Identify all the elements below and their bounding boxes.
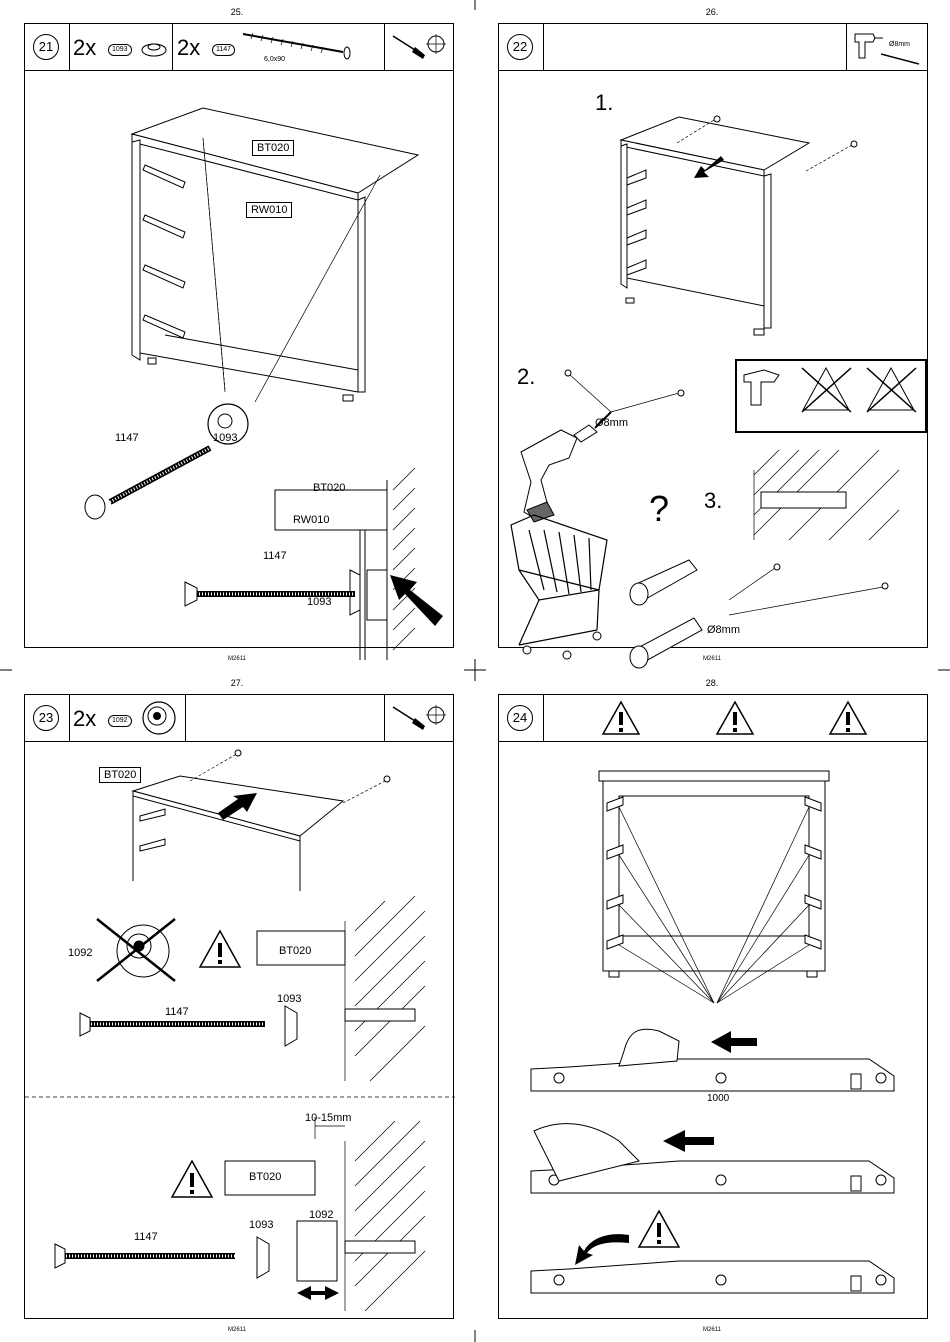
panel-header: 24	[499, 695, 927, 742]
part-label-side: RW010	[246, 202, 292, 218]
detail-screw-label: 1147	[165, 1006, 189, 1018]
step-24-panel: 24	[498, 694, 928, 1319]
sub-step-3: 3.	[704, 488, 722, 514]
step-21-panel: 21 2x 1093 2x 1147 6,0x90	[24, 23, 454, 648]
sub-step-2: 2.	[517, 364, 535, 390]
screw-icon	[243, 30, 363, 60]
detail-side-label: RW010	[293, 514, 329, 526]
footer-code: M2611	[207, 1327, 267, 1333]
part-quantity: 2x	[73, 708, 96, 730]
plug-size-label: Ø8mm	[707, 624, 740, 636]
drilling-illustration	[499, 70, 929, 650]
detail-cap-label: 1093	[277, 993, 301, 1005]
detail-top-label: BT020	[249, 1171, 281, 1183]
part-label-top: BT020	[252, 140, 294, 156]
sub-step-1: 1.	[595, 90, 613, 116]
gap-label: 10-15mm	[305, 1112, 351, 1124]
detail-cap-label: 1093	[307, 596, 331, 608]
drill-size-header: Ø8mm	[889, 41, 910, 48]
panel-header: 22 Ø8mm	[499, 24, 927, 71]
runner-length-label: 1000	[707, 1093, 729, 1104]
detail-screw-label: 1147	[134, 1231, 158, 1243]
part-number-badge: 1093	[108, 44, 132, 56]
panel-header: 21 2x 1093 2x 1147 6,0x90	[25, 24, 453, 71]
part-quantity: 2x	[73, 37, 96, 59]
part-label-top: BT020	[99, 767, 141, 783]
tool-cell: Ø8mm	[846, 24, 927, 70]
adjuster-icon	[139, 698, 179, 738]
question-mark: ?	[649, 488, 669, 530]
step-22-panel: 22 Ø8mm	[498, 23, 928, 648]
footer-code: M2611	[682, 1327, 742, 1333]
part-number-badge: 1092	[108, 715, 132, 727]
tool-cell	[384, 695, 453, 741]
detail-screw-label: 1147	[263, 550, 287, 562]
screw-size-label: 6,0x90	[264, 56, 285, 63]
cover-cap-icon	[140, 38, 170, 58]
part-number-badge: 1147	[212, 44, 235, 56]
tool-cell	[384, 24, 453, 70]
cap-label: 1093	[213, 432, 237, 444]
footer-code: M2611	[682, 656, 742, 662]
adjuster-label: 1092	[309, 1209, 333, 1221]
step-number: 24	[507, 705, 533, 731]
drill-size-label: Ø8mm	[595, 417, 628, 429]
footer-code: M2611	[207, 656, 267, 662]
detail-top-label: BT020	[279, 945, 311, 957]
adjuster-illustration	[25, 741, 455, 1321]
panel-header: 23 2x 1092	[25, 695, 453, 742]
part-quantity: 2x	[177, 37, 200, 59]
step-23-panel: 23 2x 1092	[24, 694, 454, 1319]
crossed-part-label: 1092	[68, 947, 92, 959]
drawer-runner-illustration	[499, 741, 929, 1321]
cabinet-illustration	[25, 70, 455, 650]
detail-cap-label: 1093	[249, 1219, 273, 1231]
drill-icon	[851, 28, 921, 68]
screwdriver-icon	[389, 699, 449, 739]
step-number: 22	[507, 34, 533, 60]
warning-icons	[545, 695, 925, 741]
step-number: 23	[33, 705, 59, 731]
screw-label: 1147	[115, 432, 139, 444]
step-number: 21	[33, 34, 59, 60]
screwdriver-icon	[389, 28, 449, 68]
detail-top-label: BT020	[313, 482, 345, 494]
